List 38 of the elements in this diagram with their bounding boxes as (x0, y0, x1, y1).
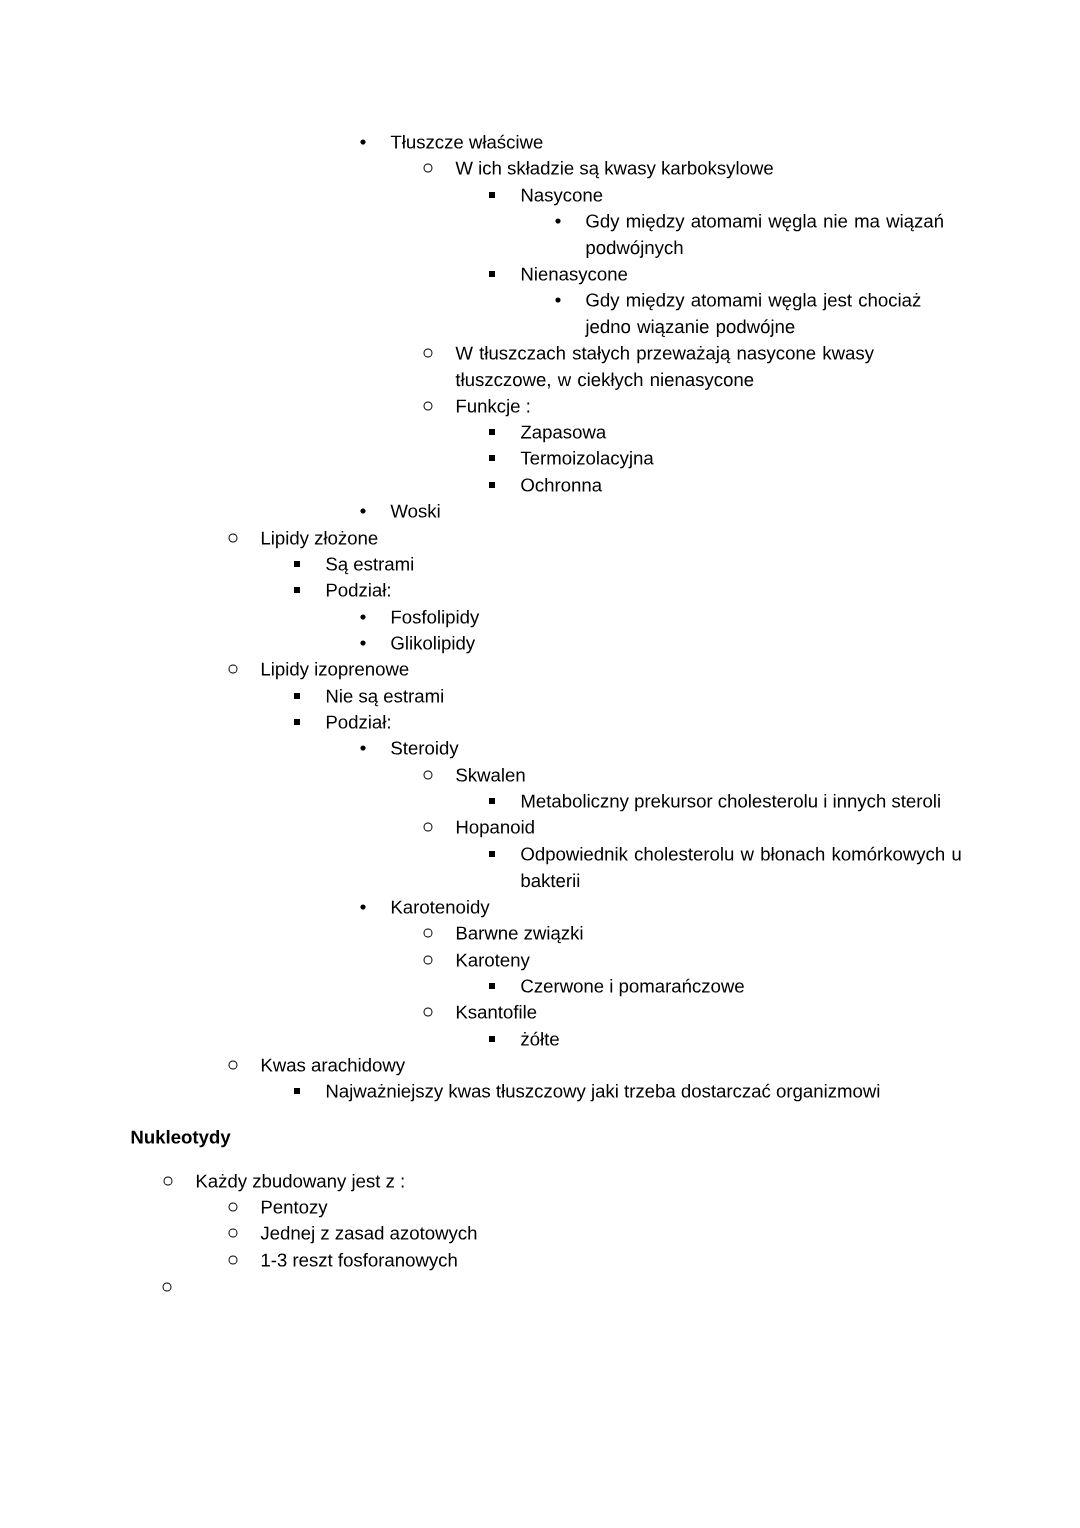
list-item: Nienasycone (521, 266, 628, 285)
list-item: Karoteny (456, 953, 530, 971)
list-item: Odpowiednik cholesterolu w błonach komórkowych u bakterii (521, 846, 961, 888)
list-item: W tłuszczach stałych przeważają nasycone kwasy tłuszczowe, w ciekłych nienasycone (455, 345, 874, 390)
list-item: 1-3 reszt fosforanowych (261, 1252, 457, 1271)
list-item: Kwas arachidowy (261, 1057, 406, 1076)
list-item: Są estrami (326, 556, 414, 575)
list-item: Ksantofile (456, 1004, 537, 1019)
list-item: Podział: (326, 582, 390, 597)
list-item: Każdy zbudowany jest z : (196, 1173, 404, 1192)
list-item: żółte (521, 1031, 559, 1046)
list-item: Lipidy izoprenowe (261, 661, 409, 680)
list-item: Pentozy (261, 1200, 328, 1218)
list-item: Glikolipidy (391, 635, 476, 654)
list-item: Metaboliczny prekursor cholesterolu i innych steroli (521, 793, 940, 812)
list-item: Steroidy (391, 740, 459, 759)
list-item: Jednej z zasad azotowych (260, 1225, 477, 1244)
list-item: Gdy między atomami węgla jest chociaż jedno wiązanie podwójne (584, 292, 921, 337)
section-heading: Nukleotydy (131, 1129, 231, 1148)
list-item: Podział: (326, 714, 390, 729)
list-item: Funkcje : (456, 398, 530, 417)
list-item: Czerwone i pomarańczowe (521, 978, 744, 997)
list-item: Tłuszcze właściwe (390, 134, 543, 149)
list-item: Hopanoid (456, 819, 534, 838)
list-item: Zapasowa (521, 425, 607, 443)
list-item: Nie są estrami (326, 688, 443, 707)
list-item: Nasycone (521, 188, 603, 206)
list-item: Fosfolipidy (391, 609, 480, 628)
list-item: W ich składzie są kwasy karboksylowe (455, 160, 773, 179)
list-item: Woski (390, 503, 440, 518)
list-item: Ochronna (521, 477, 603, 492)
list-item: Najważniejszy kwas tłuszczowy jaki trzeba dostarczać organizmowi (326, 1083, 880, 1102)
list-item: Termoizolacyjna (520, 450, 654, 469)
list-item: Lipidy złożone (261, 530, 378, 549)
list-item: Gdy między atomami węgla nie ma wiązań podwójnych (586, 213, 943, 258)
list-item: Karotenoidy (391, 899, 490, 918)
list-item: Skwalen (456, 767, 525, 782)
list-item: Barwne związki (456, 925, 583, 944)
